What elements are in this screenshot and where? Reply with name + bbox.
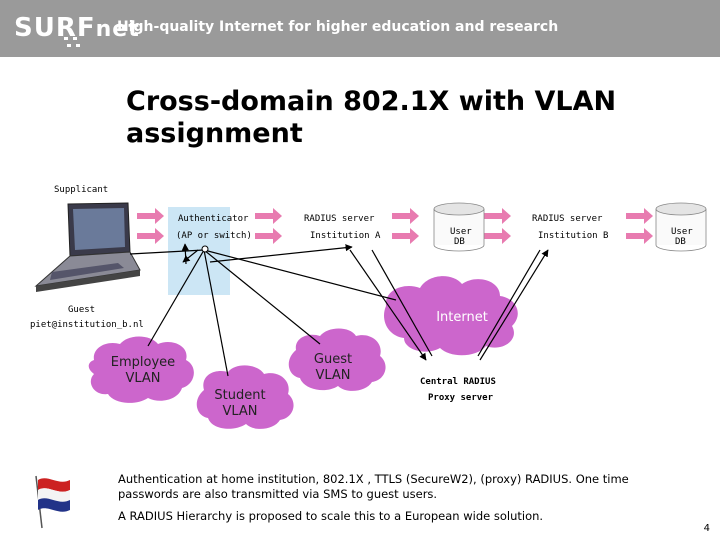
radius-a-sub-label: Institution A (310, 231, 381, 241)
logo-main: SURF (14, 13, 96, 43)
employee-vlan-label: Employee VLAN (110, 355, 176, 386)
employee-vlan-cloud (88, 336, 194, 403)
userdb-b-cylinder (655, 202, 707, 252)
slide-title: Cross-domain 802.1X with VLAN assignment (126, 86, 617, 149)
pink-arrows (137, 208, 653, 244)
student-vlan-label: Student VLAN (214, 388, 266, 419)
radius-b-sub-label: Institution B (538, 231, 609, 241)
note-radius-hierarchy: A RADIUS Hierarchy is proposed to scale … (118, 509, 544, 523)
authenticator-sub-label: (AP or switch) (176, 231, 252, 241)
note-authentication: Authentication at home institution, 802.… (118, 472, 629, 501)
student-vlan-cloud (196, 365, 294, 429)
guest-email-label: piet@institution_b.nl (30, 320, 144, 330)
radius-a-label: RADIUS server (304, 214, 375, 224)
supplicant-label: Supplicant (54, 185, 109, 195)
netherlands-flag-icon (35, 475, 70, 529)
userdb-b-label-2: DB (675, 237, 686, 247)
authenticator-label: Authenticator (178, 214, 249, 224)
userdb-a-label-2: DB (454, 237, 465, 247)
logo-suffix: net (95, 17, 140, 42)
central-radius-label: Central RADIUS (420, 377, 496, 387)
header-tagline: High-quality Internet for higher educati… (117, 19, 559, 35)
authenticator-port-icon (201, 245, 209, 253)
connection-lines (129, 243, 549, 377)
guest-vlan-cloud (288, 328, 386, 391)
proxy-server-label: Proxy server (428, 393, 494, 403)
logo-dots-icon (64, 37, 80, 47)
radius-b-label: RADIUS server (532, 214, 603, 224)
userdb-a-label-1: User (450, 227, 472, 237)
userdb-b-label-1: User (671, 227, 693, 237)
userdb-a-cylinder (433, 202, 485, 252)
surfnet-logo: SURFnet (14, 13, 140, 43)
internet-cloud (384, 276, 518, 356)
guest-user-label: Guest (68, 305, 96, 315)
laptop-icon (34, 202, 141, 292)
page-number: 4 (703, 523, 710, 534)
internet-label: Internet (436, 310, 488, 325)
header-bar: SURFnet High-quality Internet for higher… (0, 0, 720, 57)
guest-vlan-label: Guest VLAN (313, 352, 353, 383)
